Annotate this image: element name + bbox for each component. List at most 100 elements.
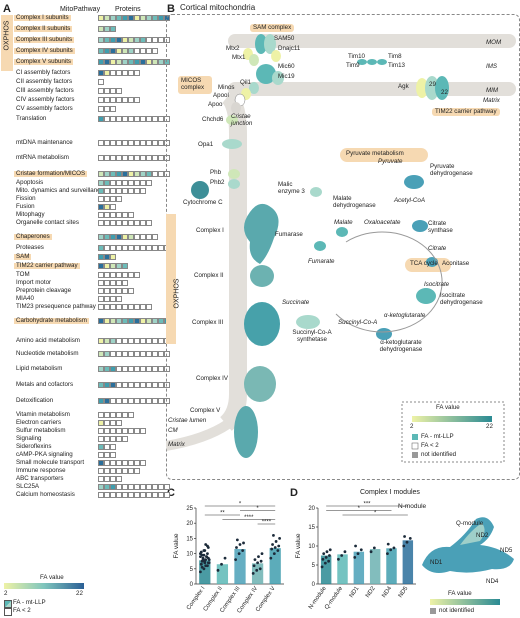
legend-a-lt2: FA < 2 bbox=[13, 607, 31, 614]
protein-cell bbox=[104, 234, 110, 240]
protein-cell bbox=[98, 351, 104, 357]
protein-cell bbox=[104, 70, 110, 76]
pdh-icon bbox=[404, 175, 424, 189]
aconitase-icon bbox=[426, 257, 438, 267]
protein-cell bbox=[98, 452, 104, 458]
protein-cell bbox=[98, 204, 104, 210]
protein-cell bbox=[152, 398, 158, 404]
protein-cell bbox=[110, 280, 116, 286]
protein-cell bbox=[116, 88, 122, 94]
data-point bbox=[321, 557, 325, 561]
protein-cell bbox=[110, 26, 116, 32]
protein-cell bbox=[110, 338, 116, 344]
protein-cell bbox=[158, 37, 164, 43]
protein-cell bbox=[152, 245, 158, 251]
complex-iii-structure bbox=[244, 302, 280, 346]
protein-cell bbox=[146, 318, 152, 324]
protein-cell bbox=[140, 37, 146, 43]
protein-cell bbox=[110, 296, 116, 302]
protein-cell bbox=[104, 420, 110, 426]
pathway-label: Chaperones bbox=[14, 233, 52, 241]
metab-acetyl: Acetyl-CoA bbox=[394, 197, 425, 204]
protein-cell bbox=[110, 212, 116, 218]
protein-cell bbox=[122, 460, 128, 466]
protein-cell bbox=[104, 155, 110, 161]
protein-cell bbox=[104, 97, 110, 103]
cm-membrane bbox=[166, 419, 231, 451]
data-point bbox=[206, 552, 209, 555]
pathway-label: SAM bbox=[14, 253, 32, 261]
protein-cell bbox=[110, 188, 116, 194]
chchd6-protein bbox=[226, 115, 238, 125]
protein-cell bbox=[128, 171, 134, 177]
significance-label: *** bbox=[363, 502, 371, 508]
col-header-proteins: Proteins bbox=[115, 6, 141, 13]
protein-cell bbox=[158, 382, 164, 388]
y-tick-label: 20 bbox=[308, 506, 315, 512]
pyruvate-metabolism-label: Pyruvate metabolism bbox=[346, 150, 404, 157]
y-tick-label: 5 bbox=[312, 563, 316, 569]
protein-cell bbox=[158, 492, 164, 498]
struct-label-nd2: ND2 bbox=[476, 532, 489, 539]
y-tick-label: 10 bbox=[186, 552, 193, 558]
protein-cell bbox=[116, 59, 122, 65]
protein-cell bbox=[110, 288, 116, 294]
protein-cell bbox=[98, 106, 104, 112]
data-point bbox=[260, 552, 264, 555]
mtx1-protein bbox=[249, 54, 259, 66]
tim29-protein bbox=[425, 76, 439, 100]
protein-cell bbox=[122, 366, 128, 372]
pathway-label: Calcium homeostasis bbox=[16, 491, 75, 498]
protein-cell bbox=[140, 318, 146, 324]
bar bbox=[386, 548, 397, 584]
bar bbox=[199, 560, 211, 584]
protein-cell bbox=[164, 59, 170, 65]
oxphos-band-b bbox=[166, 214, 176, 344]
protein-cell bbox=[98, 420, 104, 426]
metab-succcoa: Succinyl-Co-A bbox=[338, 319, 378, 326]
protein-cell bbox=[110, 452, 116, 458]
significance-label: * bbox=[256, 506, 259, 512]
y-axis-label: FA value bbox=[295, 533, 302, 558]
metab-akg: α-ketoglutarate bbox=[384, 312, 426, 319]
protein-cell bbox=[110, 428, 116, 434]
protein-cell bbox=[104, 382, 110, 388]
legend-a-mtllp-swatch bbox=[4, 600, 12, 608]
protein-cell bbox=[158, 15, 164, 21]
label-matrix: Matrix bbox=[483, 97, 500, 104]
protein-cell bbox=[104, 484, 110, 490]
protein-cell bbox=[128, 70, 134, 76]
data-point bbox=[203, 559, 207, 563]
agk-protein bbox=[416, 78, 428, 98]
protein-cell bbox=[128, 59, 134, 65]
protein-cell bbox=[128, 412, 134, 418]
protein-cell bbox=[122, 155, 128, 161]
data-point bbox=[252, 564, 256, 568]
panel-letter-d: D bbox=[290, 487, 298, 499]
protein-cell bbox=[110, 263, 116, 269]
protein-cell bbox=[110, 272, 116, 278]
data-point bbox=[392, 546, 396, 550]
apool-label: Apool bbox=[213, 92, 229, 99]
mom-membrane bbox=[228, 34, 516, 48]
protein-cell bbox=[146, 351, 152, 357]
protein-cell bbox=[116, 245, 122, 251]
protein-cell bbox=[158, 366, 164, 372]
protein-cell bbox=[122, 37, 128, 43]
data-point bbox=[220, 562, 223, 566]
protein-cell bbox=[98, 254, 104, 260]
protein-cell bbox=[128, 304, 134, 310]
pathway-label: cAMP-PKA signaling bbox=[16, 451, 73, 458]
protein-cell bbox=[122, 180, 128, 186]
protein-cell bbox=[140, 398, 146, 404]
legend-b-gradient bbox=[412, 416, 492, 422]
sam50-label: SAM50 bbox=[274, 35, 295, 42]
protein-cell bbox=[116, 484, 122, 490]
legend-b-frame bbox=[401, 401, 505, 463]
metab-succinate: Succinate bbox=[282, 299, 310, 306]
chart-d-title: Complex I modules bbox=[360, 489, 420, 496]
protein-cell bbox=[110, 436, 116, 442]
y-tick-label: 15 bbox=[186, 536, 193, 542]
apoo-protein bbox=[231, 102, 241, 114]
